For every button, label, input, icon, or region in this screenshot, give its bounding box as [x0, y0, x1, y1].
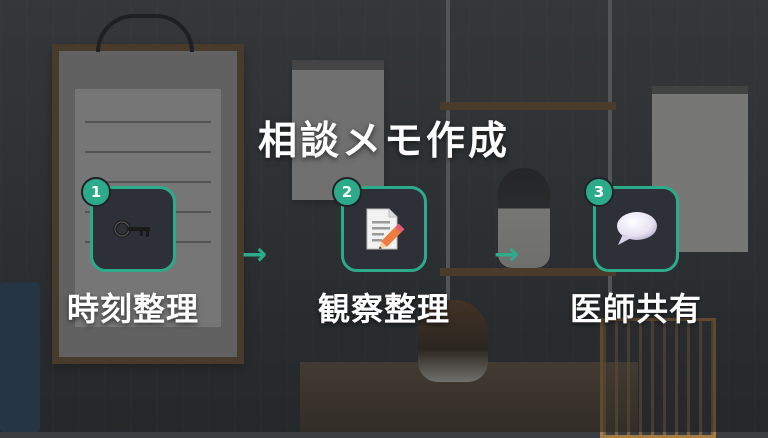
arrow-icon: → [242, 237, 268, 272]
memo-pencil-icon [366, 208, 405, 250]
page-title: 相談メモ作成 [257, 119, 510, 164]
key-icon [113, 220, 150, 238]
step-label: 医師共有 [569, 290, 702, 328]
step-1: 1 時刻整理 [53, 177, 213, 330]
step-tile: 3 [584, 177, 679, 272]
step-tile: 1 [81, 177, 176, 272]
step-label: 観察整理 [317, 290, 450, 328]
step-number-badge: 3 [584, 177, 614, 207]
step-tile: 2 [332, 177, 427, 272]
step-label: 時刻整理 [66, 290, 199, 328]
step-3: 3 医師共有 [556, 177, 716, 330]
step-number-badge: 1 [81, 177, 111, 207]
arrow-icon: → [494, 237, 520, 272]
speech-bubble-icon [617, 212, 657, 245]
step-2: 2 観察整理 [304, 177, 464, 330]
step-number-badge: 2 [332, 177, 362, 207]
